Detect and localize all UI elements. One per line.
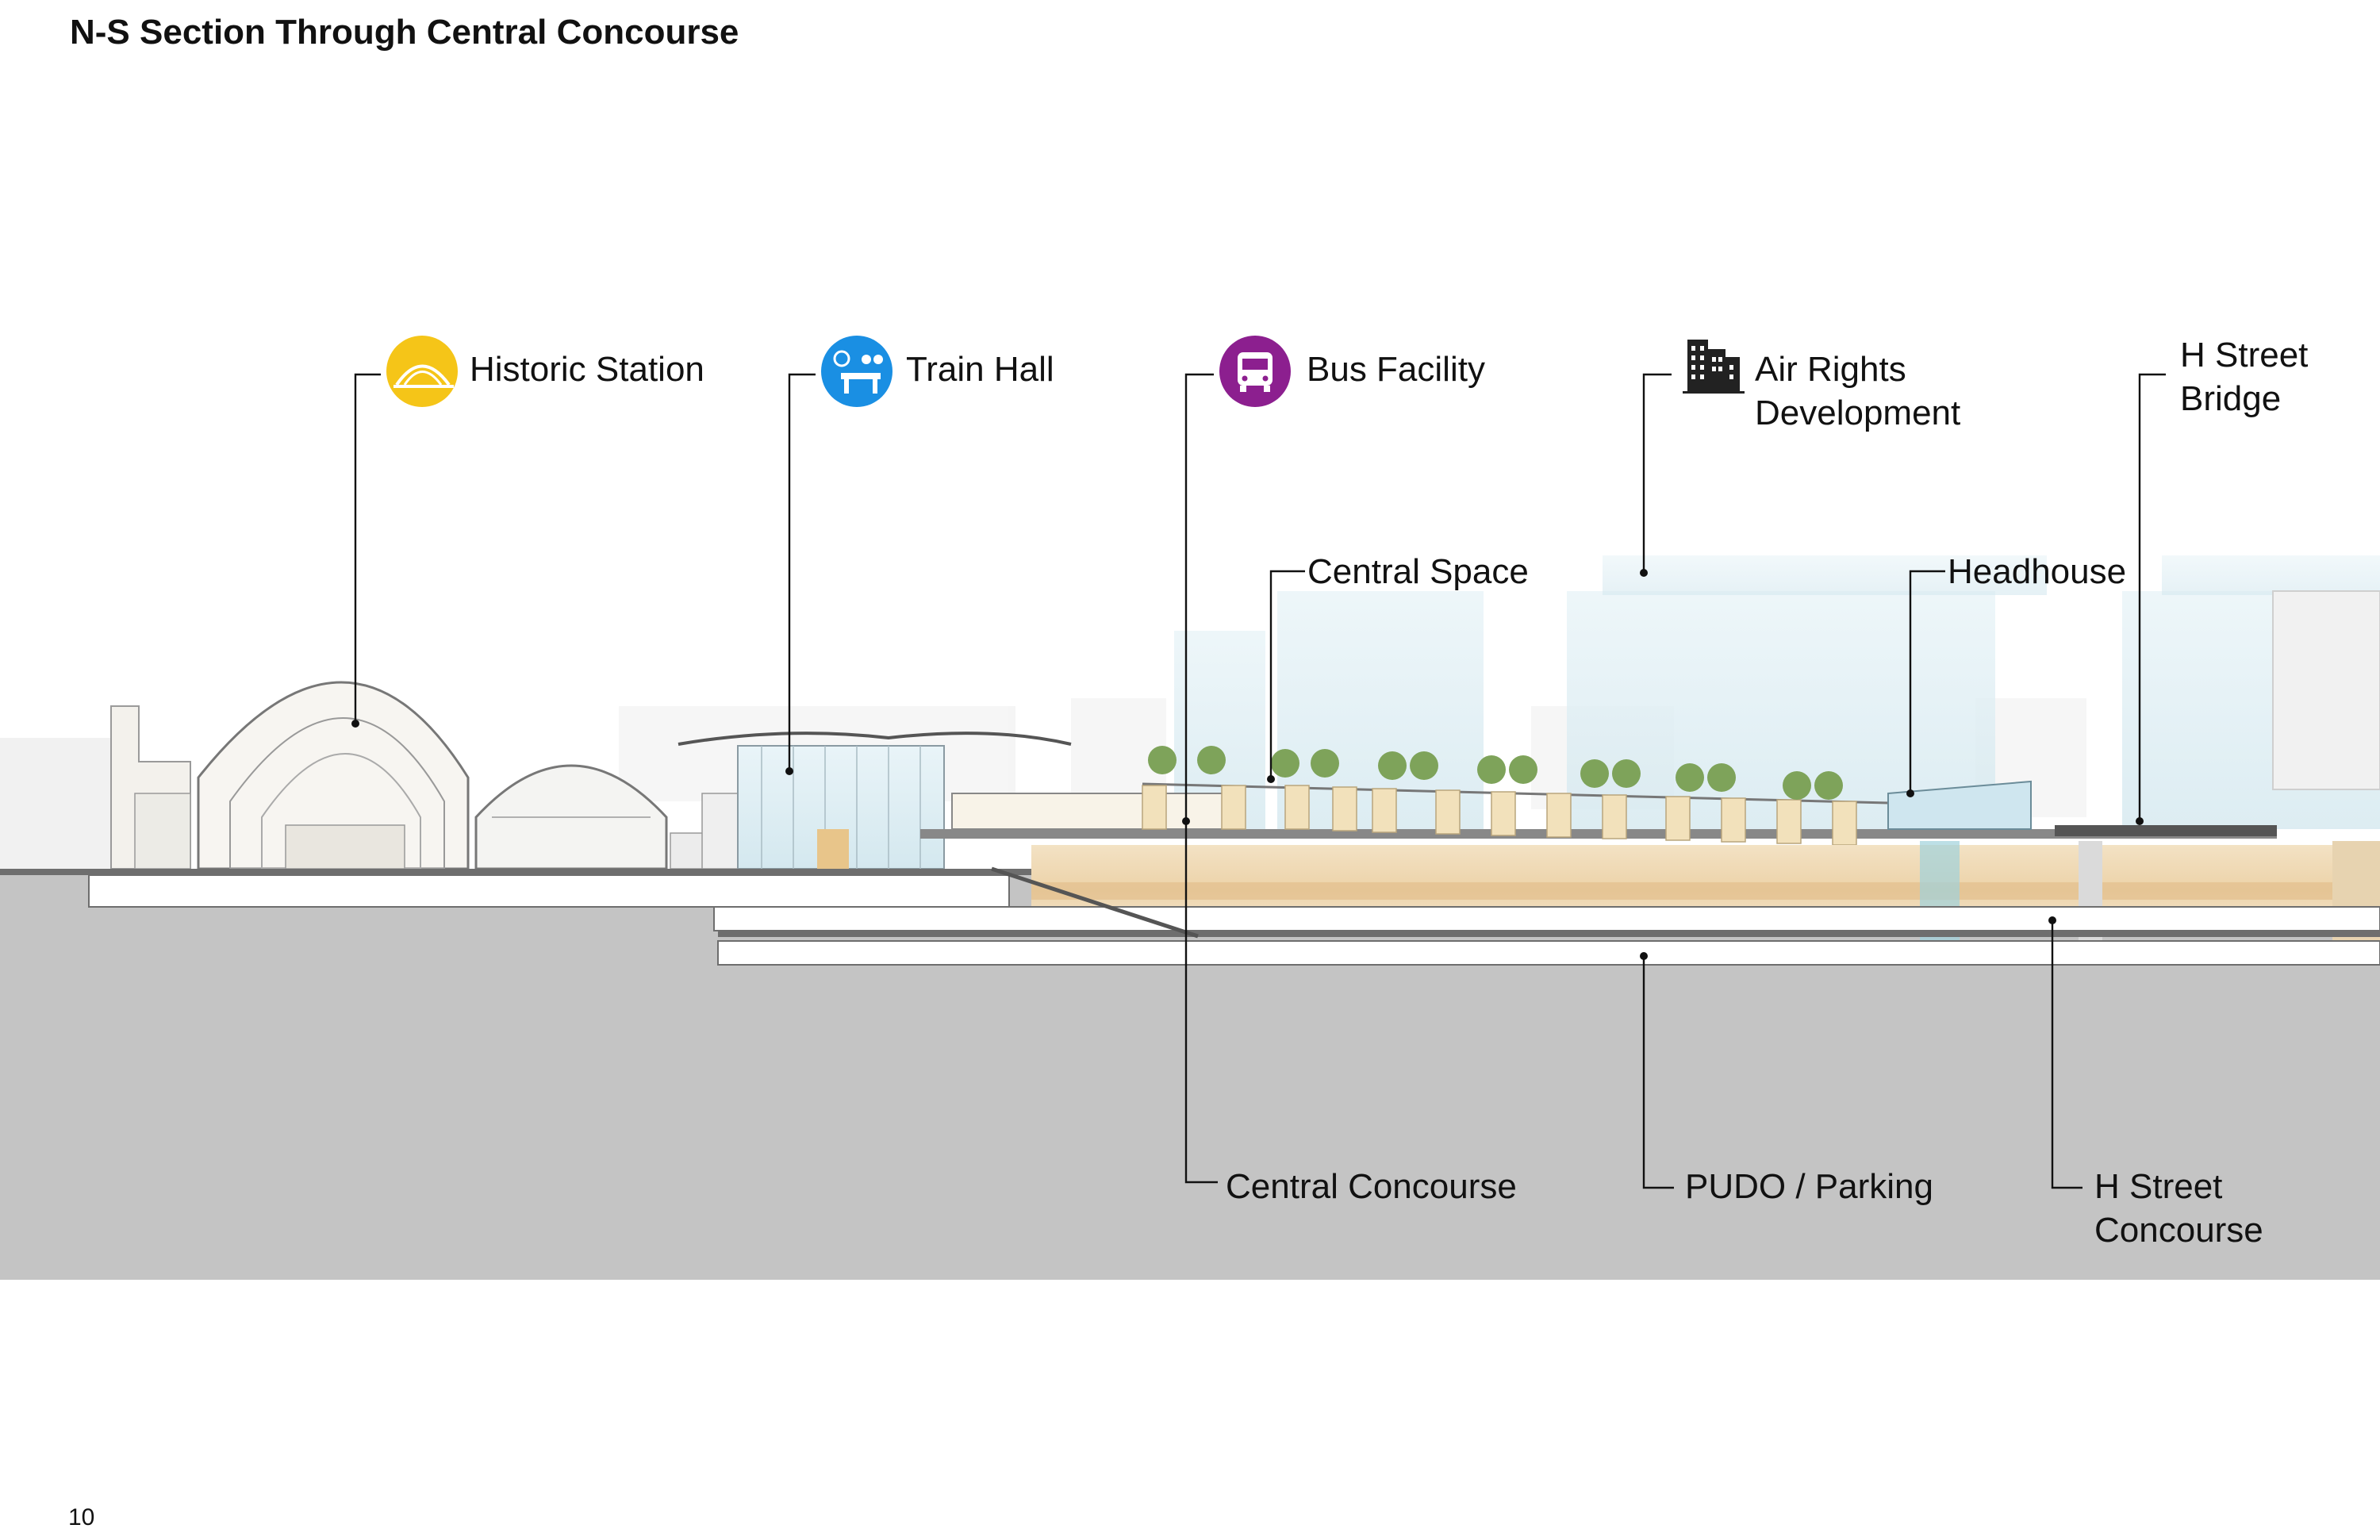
h-street-bridge-label-line-2: Bridge [2180,379,2281,418]
concourse-slabs [0,866,2380,966]
historic-station-building [110,681,719,870]
h-street-bridge-leader [2138,373,2166,821]
bus-icon [1219,336,1291,407]
air-rights-leader [1642,373,1672,573]
historic-station-icon [386,336,458,407]
train-hall-label: Train Hall [906,350,1054,389]
headhouse-leader [1909,570,1945,793]
central-space-label: Central Space [1307,552,1529,591]
h-street-bridge-label-line-1: H Street [2180,336,2308,374]
train-hall-icon [821,336,892,407]
central-space-leader [1269,570,1305,779]
h-street-concourse-leader [2051,920,2082,1189]
train-hall-building [678,732,1072,870]
bus-facility-leader [1184,373,1218,1184]
page-number: 10 [68,1504,95,1530]
h-street-concourse-label-line-1: H Street [2094,1167,2222,1206]
bus-deck [920,780,2277,846]
train-hall-leader [788,373,816,771]
air-rights-label-line-1: Air Rights [1755,350,1906,389]
pudo-parking-leader [1642,956,1674,1189]
page-title: N-S Section Through Central Concourse [70,13,739,52]
headhouse-label: Headhouse [1948,552,2126,591]
ground-mass [0,871,2380,1280]
historic-station-leader [354,373,381,724]
pudo-parking-label: PUDO / Parking [1685,1167,1933,1206]
roof-trees [1148,746,1843,800]
historic-station-label: Historic Station [470,350,704,389]
building-icon [1683,340,1745,394]
air-rights-label-line-2: Development [1755,394,1960,432]
h-street-concourse-label-line-2: Concourse [2094,1211,2263,1250]
central-concourse-label: Central Concourse [1226,1167,1517,1206]
bus-facility-label: Bus Facility [1307,350,1485,389]
